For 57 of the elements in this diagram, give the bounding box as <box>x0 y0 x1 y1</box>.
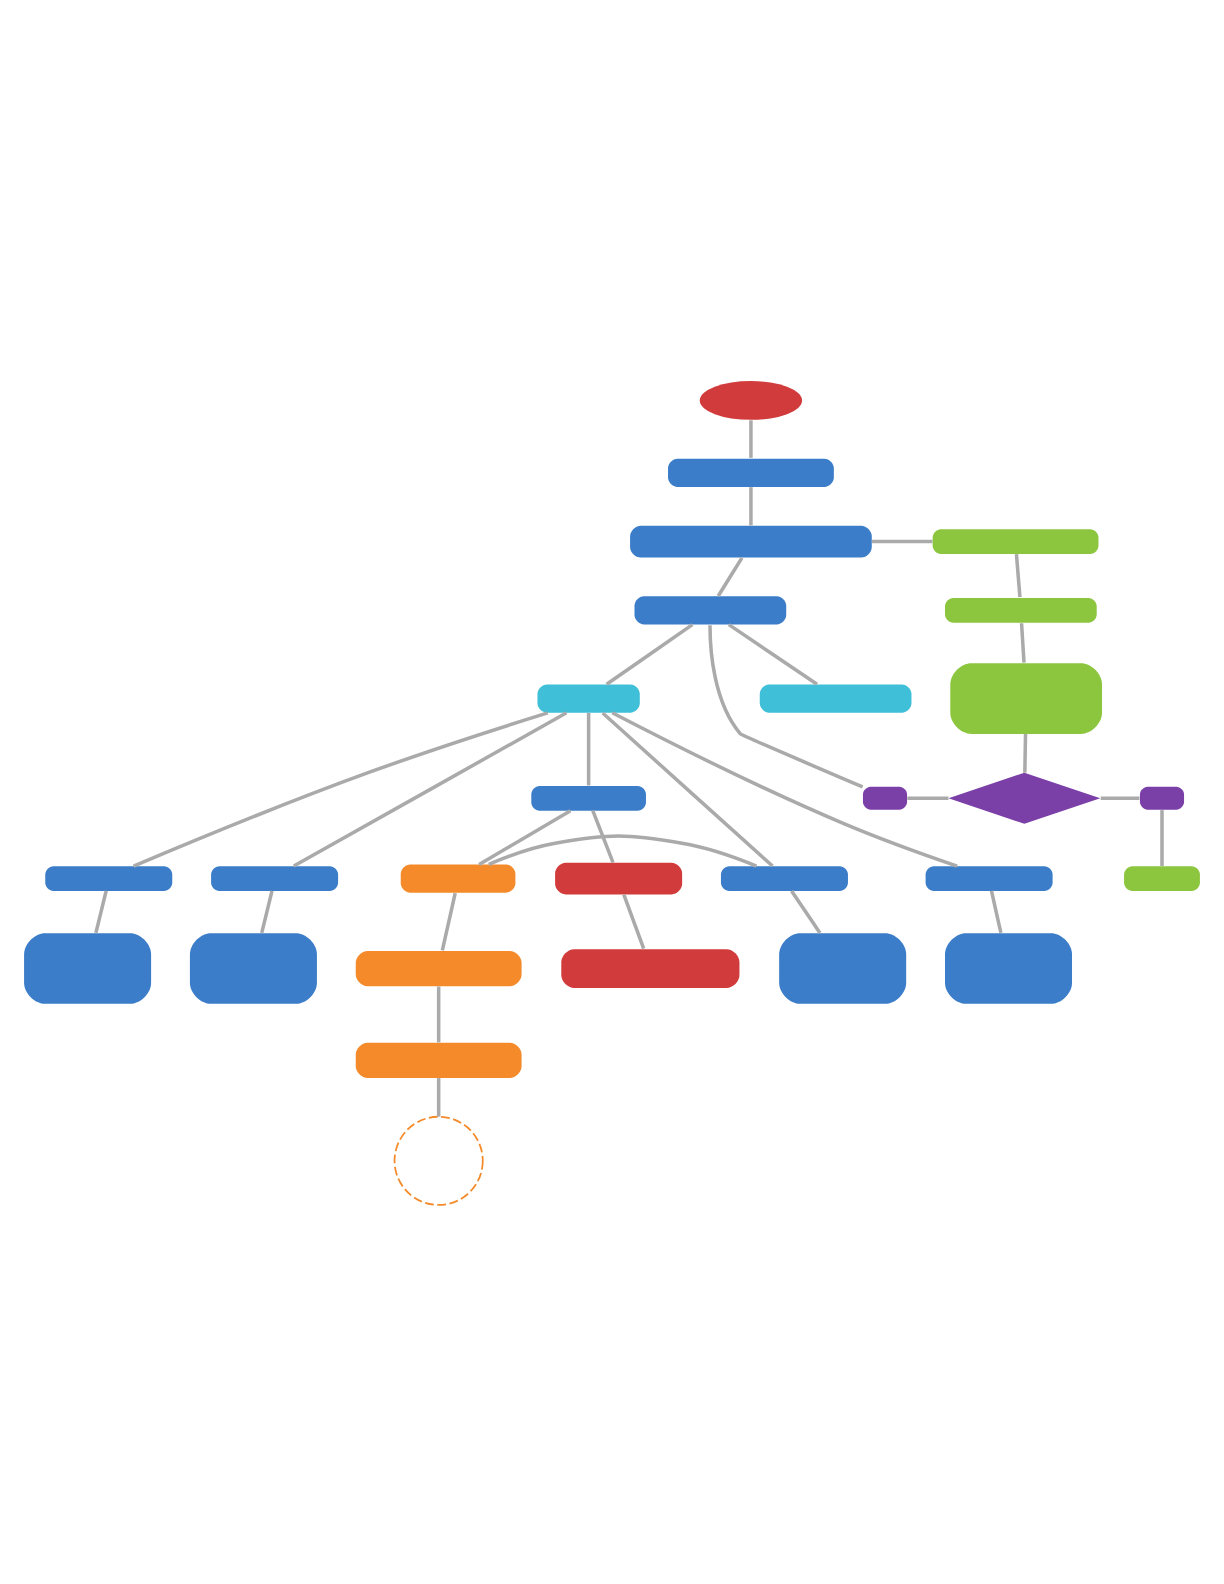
node-box <box>189 932 317 1003</box>
node-box <box>561 948 740 987</box>
node-box <box>1124 865 1200 890</box>
connector <box>132 710 549 867</box>
connector <box>790 888 822 933</box>
connector <box>436 1077 441 1116</box>
connector <box>292 710 568 867</box>
node-box <box>862 785 908 809</box>
node-box <box>945 932 1072 1003</box>
node-ellipse <box>699 380 803 419</box>
node-box <box>531 784 646 810</box>
node-box <box>24 932 152 1003</box>
connector <box>601 710 774 867</box>
connector <box>749 419 753 457</box>
node-box <box>634 595 787 624</box>
connector <box>907 795 949 800</box>
connector <box>436 985 441 1042</box>
node-circle <box>393 1114 484 1205</box>
node-box <box>950 662 1102 733</box>
connector <box>605 622 694 685</box>
connector <box>716 555 744 596</box>
connector <box>708 624 864 788</box>
node-box <box>537 683 640 712</box>
connector <box>488 833 758 867</box>
node-box <box>355 1041 522 1077</box>
connector <box>440 891 457 950</box>
connector <box>749 486 753 525</box>
node-box <box>211 865 339 890</box>
node-box <box>555 861 683 894</box>
node-box <box>355 949 522 986</box>
connector <box>727 622 819 685</box>
connector <box>586 711 591 785</box>
connector <box>871 538 933 543</box>
connector <box>591 809 615 863</box>
node-box <box>779 932 907 1003</box>
node-box <box>668 457 834 486</box>
node-box <box>45 865 173 890</box>
node-box <box>932 528 1099 553</box>
connector <box>1023 732 1028 772</box>
connector <box>1014 553 1022 597</box>
connector <box>1100 795 1140 800</box>
connector <box>478 808 572 865</box>
connector <box>611 710 958 867</box>
node-box <box>945 597 1097 622</box>
node-diamond <box>948 771 1101 823</box>
node-box <box>1139 785 1185 809</box>
connector <box>260 889 274 933</box>
connector <box>1160 809 1164 865</box>
node-box <box>720 865 848 890</box>
node-box <box>925 865 1053 890</box>
node-box <box>759 683 912 712</box>
node-box <box>400 863 516 892</box>
node-box <box>630 524 872 557</box>
connector <box>1019 622 1026 662</box>
connector <box>94 889 108 933</box>
connector <box>989 889 1003 933</box>
connector <box>622 893 646 949</box>
